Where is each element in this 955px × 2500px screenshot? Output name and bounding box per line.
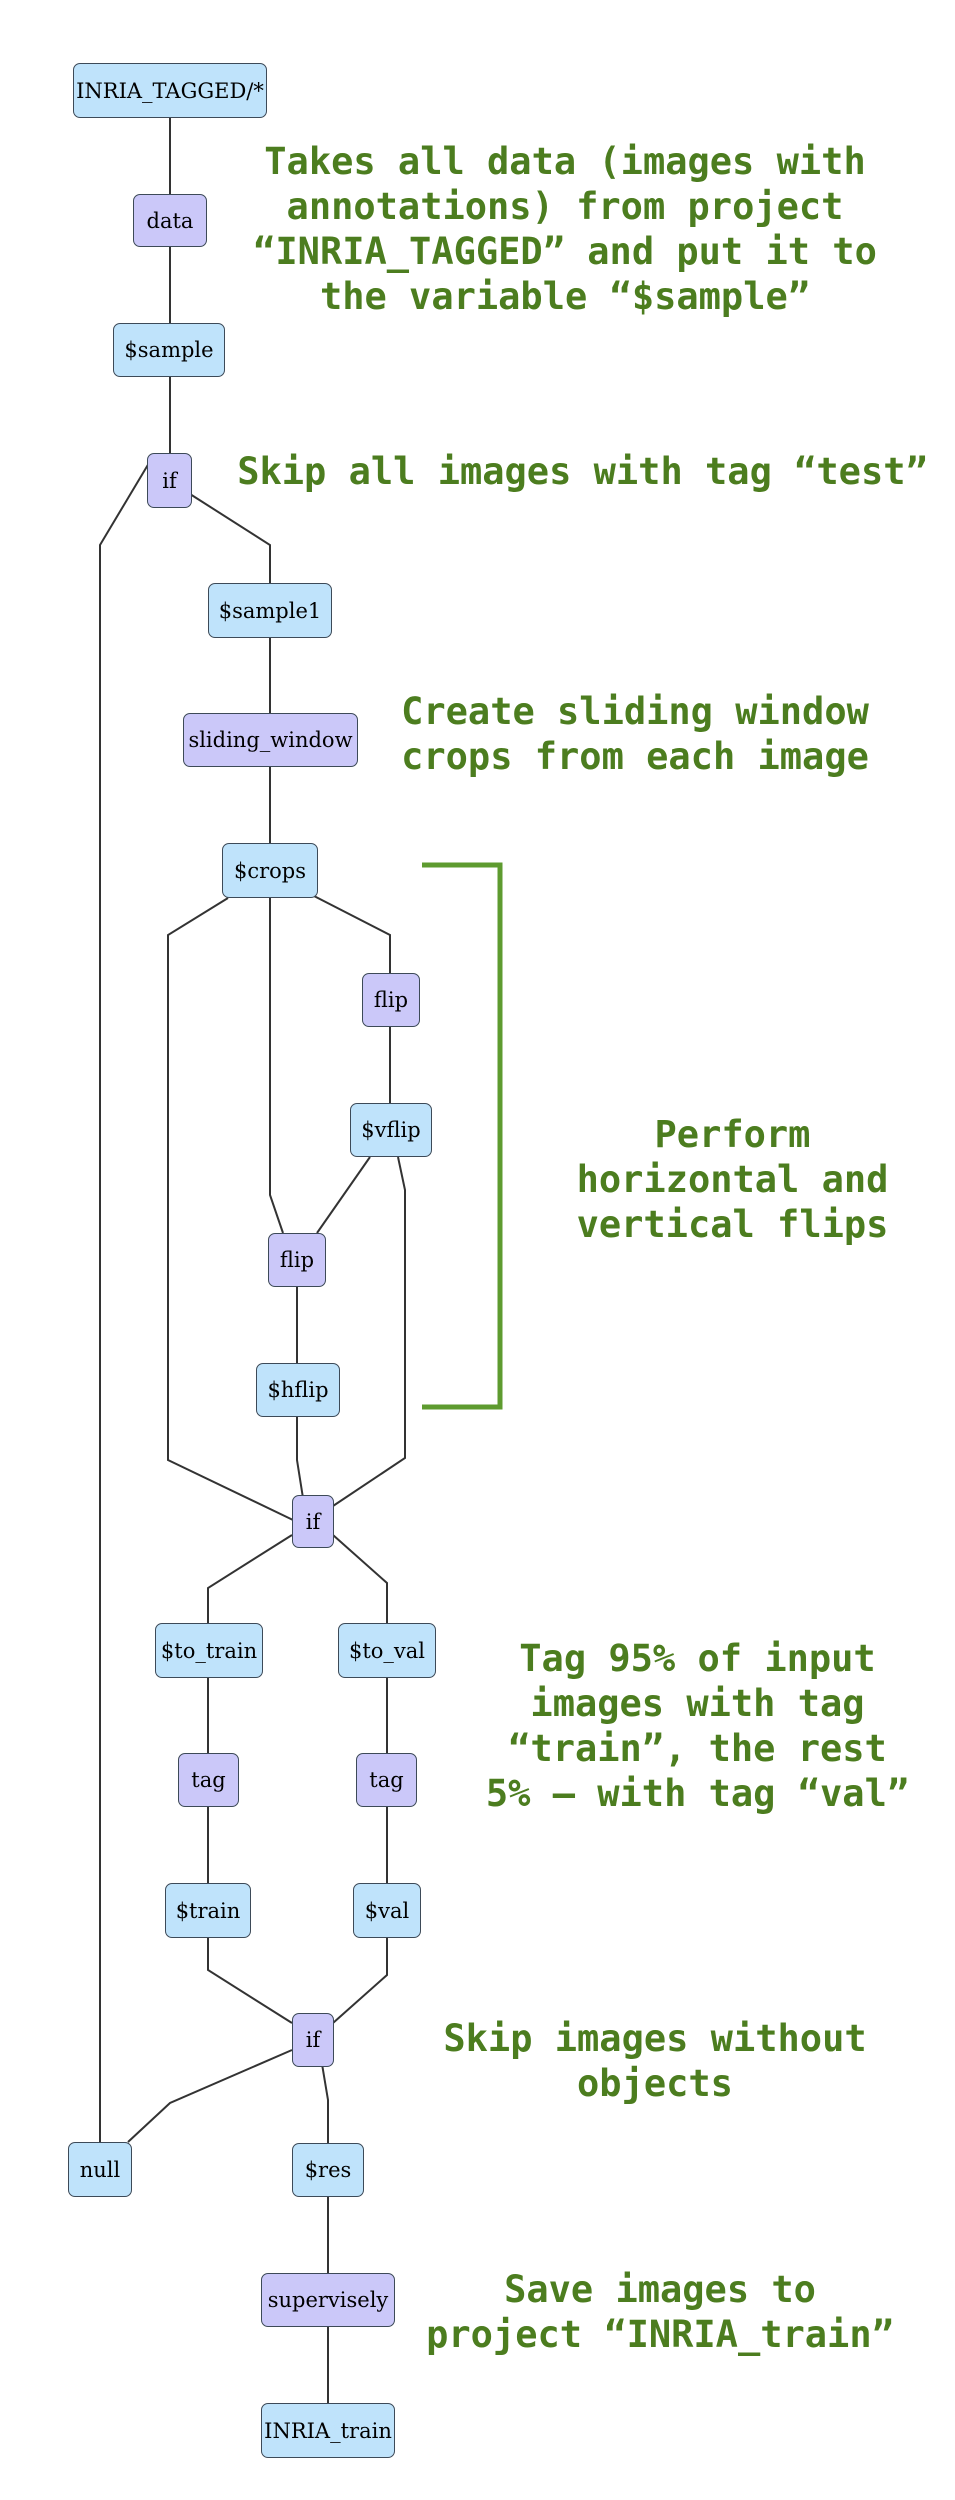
edge-val-if <box>332 1938 388 2024</box>
annotation-data: Takes all data (images with annotations)… <box>253 140 877 318</box>
node-input-project[interactable]: INRIA_TAGGED/* <box>73 63 267 118</box>
node-val[interactable]: $val <box>353 1883 421 1938</box>
node-sample[interactable]: $sample <box>113 323 225 377</box>
annotation-tag: Tag 95% of input images with tag “train”… <box>485 1637 910 1815</box>
node-crops[interactable]: $crops <box>222 843 318 898</box>
node-sliding-window[interactable]: sliding_window <box>183 713 358 767</box>
flip-bracket <box>422 862 503 1410</box>
node-train[interactable]: $train <box>165 1883 251 1938</box>
annotation-sliding-window: Create sliding window crops from each im… <box>401 690 869 778</box>
node-hflip[interactable]: $hflip <box>256 1363 340 1417</box>
edge-crops-if-direct <box>167 897 294 1521</box>
node-if-test[interactable]: if <box>147 453 192 508</box>
edge-if-res <box>321 2063 329 2143</box>
annotation-skip-empty: Skip images without objects <box>443 2017 867 2105</box>
annotation-save: Save images to project “INRIA_train” <box>426 2268 894 2356</box>
edge-crops-flip-v <box>313 895 391 973</box>
node-res[interactable]: $res <box>292 2143 364 2197</box>
node-supervisely[interactable]: supervisely <box>261 2273 395 2327</box>
node-data[interactable]: data <box>133 194 207 247</box>
annotation-flip: Perform horizontal and vertical flips <box>576 1113 889 1246</box>
node-flip-horizontal[interactable]: flip <box>268 1233 326 1287</box>
edge-vflip-if <box>329 1156 406 1509</box>
node-tag-val[interactable]: tag <box>356 1753 417 1807</box>
edge-if-null-2 <box>127 2049 293 2143</box>
edge-train-if <box>207 1938 293 2024</box>
node-tag-train[interactable]: tag <box>178 1753 239 1807</box>
node-to-val[interactable]: $to_val <box>338 1623 436 1678</box>
node-output-project[interactable]: INRIA_train <box>261 2403 395 2458</box>
annotation-skip-test: Skip all images with tag “test” <box>237 450 928 493</box>
edge-vflip-flip <box>316 1156 371 1234</box>
node-if-split[interactable]: if <box>292 1495 334 1548</box>
node-flip-vertical[interactable]: flip <box>362 973 420 1027</box>
edge-if-to-val <box>332 1534 388 1623</box>
node-sample1[interactable]: $sample1 <box>208 583 332 638</box>
node-to-train[interactable]: $to_train <box>155 1623 263 1678</box>
edge-crops-flip-h <box>269 898 284 1234</box>
node-if-objects[interactable]: if <box>292 2013 334 2067</box>
edge-if-null <box>99 457 153 2142</box>
edge-if-to-train <box>207 1534 293 1623</box>
edge-if-sample1 <box>189 493 271 583</box>
node-vflip[interactable]: $vflip <box>350 1103 432 1157</box>
edge-hflip-if <box>296 1417 304 1499</box>
node-null[interactable]: null <box>68 2142 132 2197</box>
